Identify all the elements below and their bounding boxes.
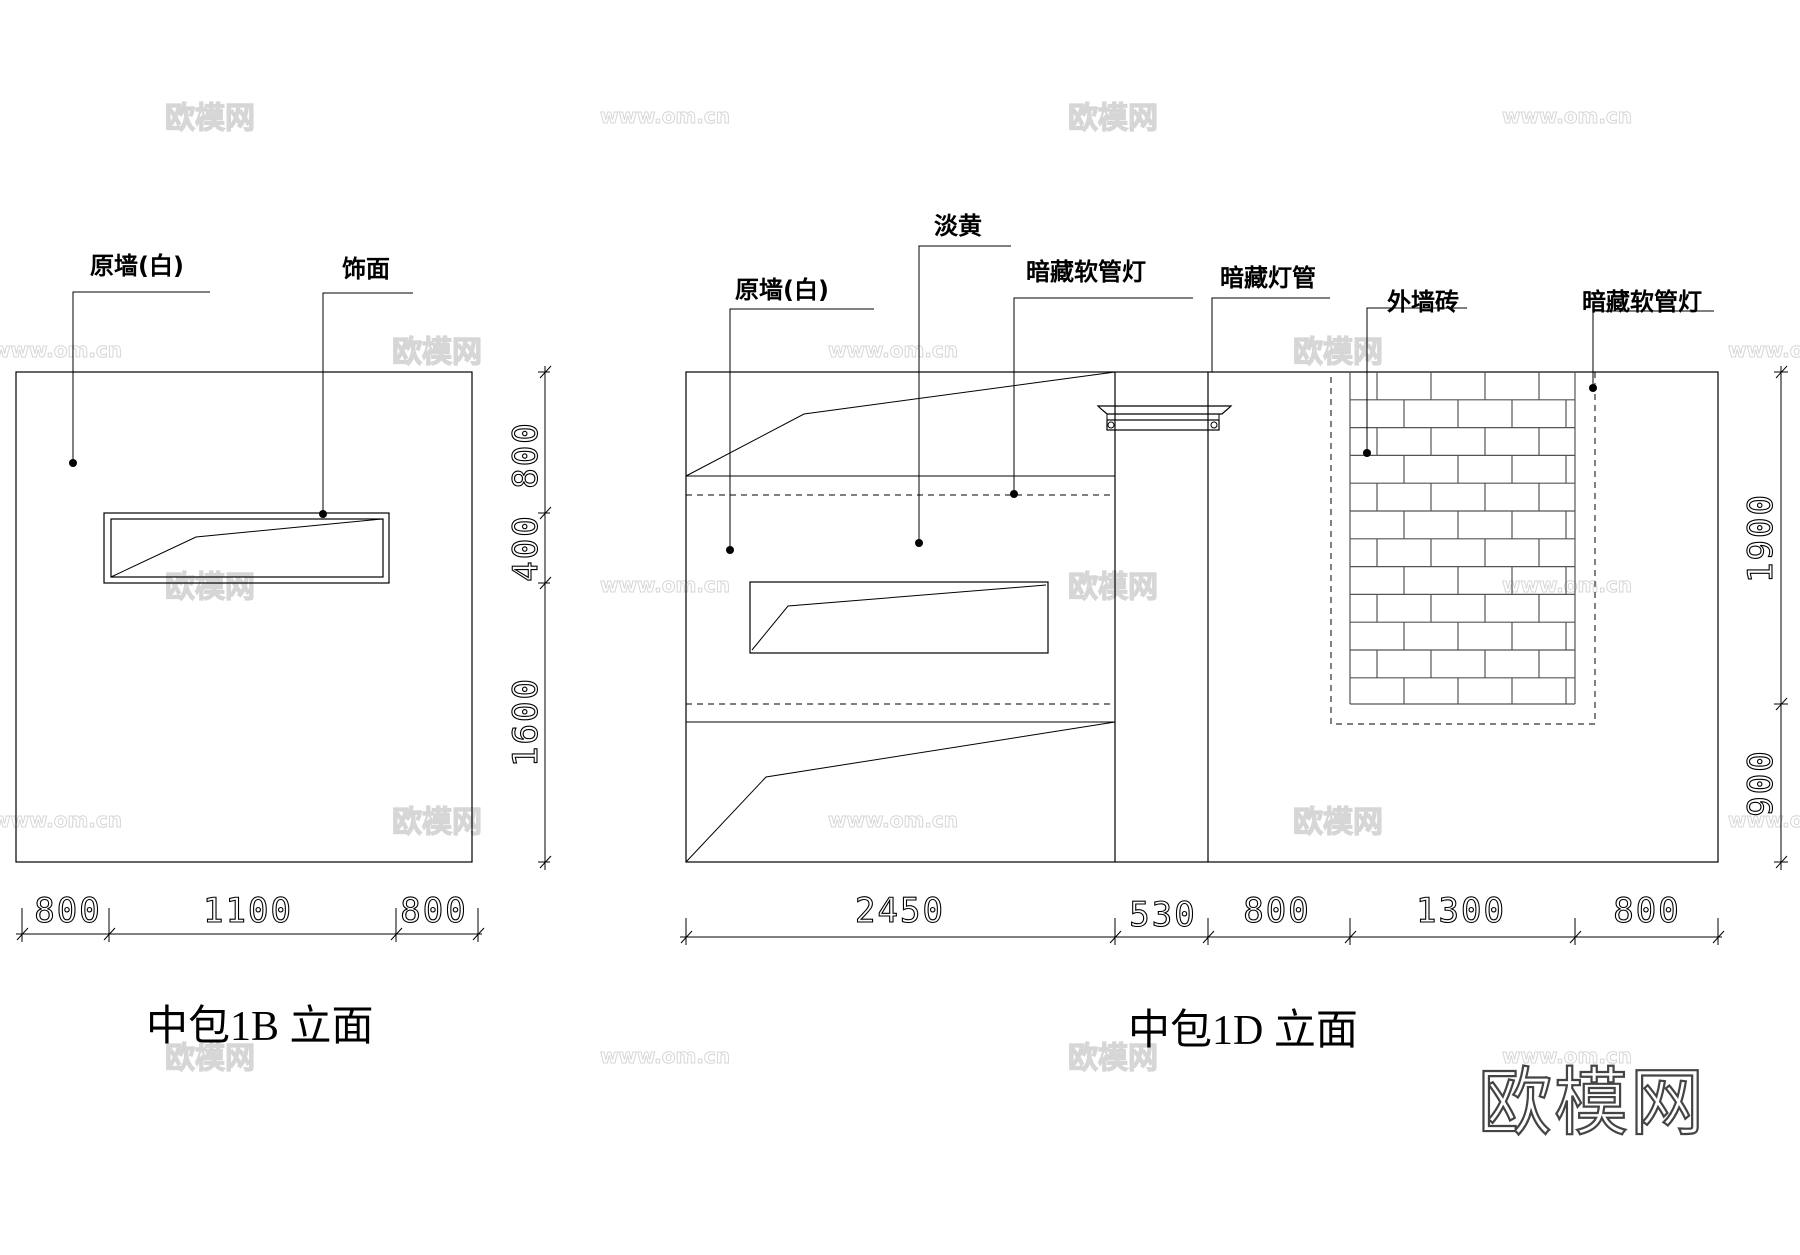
leader-dot — [1010, 490, 1018, 498]
leader-dot — [726, 546, 734, 554]
watermark-url: www.om.cn — [600, 1044, 730, 1068]
dim-value: 800 — [1243, 891, 1310, 931]
watermark-brand: 欧模网 — [1068, 1041, 1158, 1076]
dim-value: 400 — [506, 514, 546, 581]
horizontal-dimension: 2450 530 800 1300 800 — [680, 890, 1725, 945]
dim-value: 530 — [1129, 895, 1196, 935]
leader-line — [72, 291, 210, 463]
dim-value: 1600 — [506, 677, 546, 767]
watermark-url: www.om.cn — [1728, 338, 1800, 362]
leader-dot — [319, 510, 327, 518]
dim-value: 800 — [506, 421, 546, 488]
niche-outer — [103, 512, 390, 584]
watermark-url: www.om.cn — [0, 338, 122, 362]
dim-value: 800 — [1613, 891, 1680, 931]
dim-value: 1300 — [1416, 891, 1506, 931]
elevation-title: 中包1B 立面 — [146, 1003, 374, 1050]
watermark-url: www.om.cn — [0, 808, 122, 832]
watermark-url: www.om.cn — [828, 338, 958, 362]
watermark-brand: 欧模网 — [392, 805, 482, 840]
horizontal-dimension: 800 1100 800 — [16, 890, 485, 942]
watermark-brand: 欧模网 — [392, 335, 482, 370]
niche — [749, 581, 1049, 654]
dim-value: 1100 — [203, 891, 293, 931]
elevation-title: 中包1D 立面 — [1128, 1007, 1358, 1054]
watermark-brand: 欧模网 — [165, 570, 255, 605]
label-original-wall: 原墙(白) — [735, 276, 829, 304]
watermark-url: www.om.cn — [1728, 808, 1800, 832]
elevation-1d: 原墙(白) 淡黄 暗藏软管灯 暗藏灯管 外墙砖 暗藏软管灯 1900 900 — [680, 212, 1788, 1054]
watermark-brand: 欧模网 — [1293, 805, 1383, 840]
vertical-dimension: 800 400 1600 — [505, 365, 552, 870]
brand-logo: 欧模网 — [1478, 1060, 1706, 1146]
leader-line — [1592, 310, 1714, 388]
watermark-brand: 欧模网 — [165, 1041, 255, 1076]
label-light-yellow: 淡黄 — [934, 212, 982, 240]
vertical-dimension: 1900 900 — [1740, 365, 1788, 870]
watermark-url: www.om.cn — [1502, 573, 1632, 597]
brick-area-outline — [1330, 371, 1596, 725]
leader-dot — [1363, 449, 1371, 457]
leader-line — [1211, 297, 1330, 372]
label-hidden-hose-light: 暗藏软管灯 — [1582, 288, 1702, 316]
watermark-brand: 欧模网 — [165, 101, 255, 136]
leader-dot — [69, 459, 77, 467]
exterior-brick-pattern — [1349, 372, 1576, 705]
watermark-url: www.om.cn — [1502, 104, 1632, 128]
dim-value: 800 — [400, 891, 467, 931]
reflection-line — [685, 721, 1116, 863]
wall-outline — [15, 371, 473, 863]
watermark-brand: 欧模网 — [1068, 101, 1158, 136]
watermark-url: www.om.cn — [1502, 1044, 1632, 1068]
reflection-line — [685, 371, 1116, 477]
leader-line — [1013, 297, 1193, 494]
label-original-wall: 原墙(白) — [90, 252, 184, 280]
watermark-brand: 欧模网 — [1068, 570, 1158, 605]
label-exterior-brick: 外墙砖 — [1387, 288, 1459, 316]
leader-line — [1366, 307, 1467, 453]
leader-line — [322, 292, 413, 514]
niche-reflection — [751, 584, 1047, 651]
light-trough — [1096, 405, 1233, 431]
wall-outline — [685, 371, 1719, 863]
label-hidden-tube-light: 暗藏灯管 — [1220, 264, 1316, 292]
niche-reflection — [110, 518, 383, 578]
leader-line — [918, 245, 1011, 543]
watermark-url: www.om.cn — [828, 808, 958, 832]
dim-value: 800 — [34, 891, 101, 931]
label-finish-face: 饰面 — [342, 255, 390, 283]
leader-line — [729, 308, 874, 550]
label-hidden-hose-light: 暗藏软管灯 — [1026, 258, 1146, 286]
dim-value: 2450 — [855, 891, 945, 931]
elevation-1b: 原墙(白) 饰面 800 400 1600 — [15, 252, 552, 1050]
leader-dot — [915, 539, 923, 547]
dim-value: 900 — [1741, 749, 1781, 816]
watermark-brand: 欧模网 — [1293, 335, 1383, 370]
dim-value: 1900 — [1741, 493, 1781, 583]
watermark-url: www.om.cn — [600, 573, 730, 597]
watermark-url: www.om.cn — [600, 104, 730, 128]
niche-inner — [110, 518, 384, 578]
watermarks: 欧模网 www.om.cn 欧模网 www.om.cn www.om.cn 欧模… — [0, 100, 1800, 1076]
leader-dot — [1589, 384, 1597, 392]
